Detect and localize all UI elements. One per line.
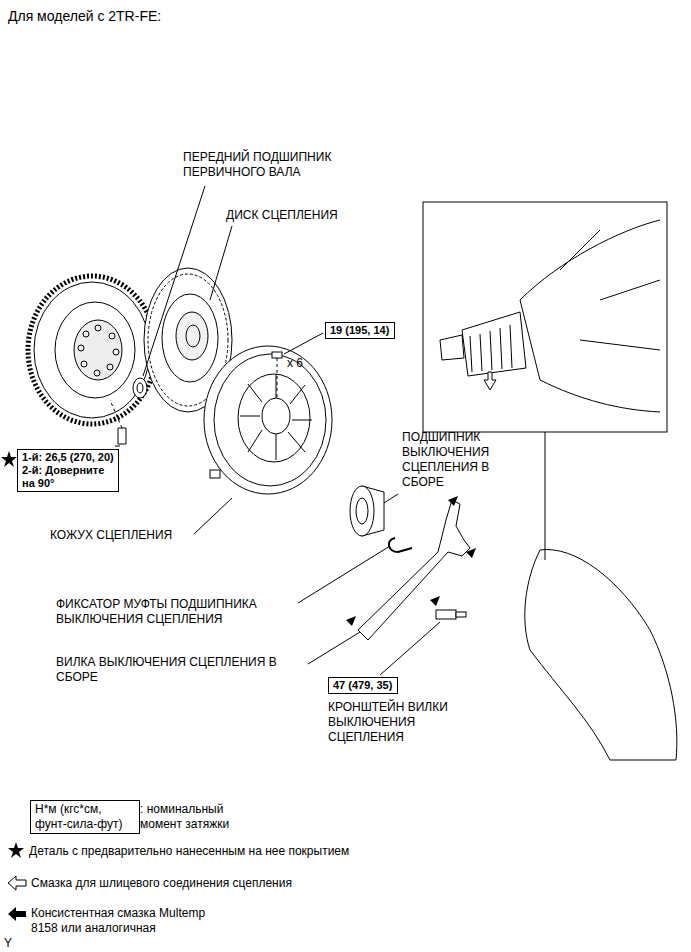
input-shaft bbox=[440, 220, 660, 412]
drawing-part bbox=[545, 432, 546, 560]
drawing-part bbox=[81, 361, 87, 367]
dashed-line bbox=[110, 358, 277, 428]
drawing-part bbox=[358, 500, 470, 640]
torque-box: Н*м (кгс*см, фунт-сила-фут) bbox=[30, 800, 140, 834]
drawing-part bbox=[272, 352, 282, 358]
drawing-part bbox=[284, 333, 323, 354]
part-label: ФИКСАТОР МУФТЫ ПОДШИПНИКА ВЫКЛЮЧЕНИЯ СЦЕ… bbox=[56, 597, 298, 627]
drawing-part bbox=[448, 496, 458, 506]
legend-text: Консистентная смазка Multemp 8158 или ан… bbox=[31, 906, 231, 936]
legend-text: Смазка для шлицевого соединения сцеплени… bbox=[31, 876, 292, 891]
drawing-part bbox=[95, 325, 101, 331]
drawing-part bbox=[298, 546, 390, 603]
fork-bracket bbox=[436, 610, 466, 619]
drawing-part bbox=[346, 616, 356, 626]
drawing-part bbox=[470, 325, 512, 372]
drawing-part bbox=[356, 498, 368, 524]
drawing-part bbox=[384, 494, 398, 503]
release-bearing bbox=[350, 486, 384, 536]
drawing-part bbox=[520, 220, 660, 412]
drawing-part bbox=[107, 364, 113, 370]
flywheel bbox=[28, 276, 156, 424]
release-fork bbox=[358, 500, 470, 640]
drawing-part bbox=[143, 186, 205, 376]
torque-text: Н*м (кгс*см, фунт-сила-фут) bbox=[35, 802, 135, 832]
drawing-part bbox=[162, 294, 218, 382]
bolt bbox=[118, 352, 282, 444]
drawing-part bbox=[240, 374, 312, 460]
legend-star bbox=[8, 842, 24, 858]
drawing-part bbox=[28, 276, 156, 424]
drawing-part bbox=[238, 374, 310, 462]
part-label: ПОДШИПНИК ВЫКЛЮЧЕНИЯ СЦЕПЛЕНИЯ В СБОРЕ bbox=[402, 430, 510, 490]
drawing-part bbox=[262, 398, 290, 434]
drawing-part bbox=[94, 370, 100, 376]
drawing-part bbox=[115, 446, 120, 447]
diagram-title: Для моделей с 2TR-FE: bbox=[8, 9, 161, 24]
legend-hollow-arrow bbox=[8, 876, 26, 890]
torque-text: 19 (195, 14) bbox=[330, 324, 390, 337]
drawing-part bbox=[137, 383, 143, 393]
part-label: ДИСК СЦЕПЛЕНИЯ bbox=[226, 208, 338, 223]
drawing-part bbox=[55, 302, 135, 398]
retainer-clip bbox=[389, 538, 412, 552]
drawing-part bbox=[430, 596, 440, 606]
legend-text: Деталь с предварительно нанесенным на не… bbox=[29, 844, 349, 859]
drawing-part bbox=[78, 345, 84, 351]
part-label: x 6 bbox=[287, 356, 303, 371]
drawing-part bbox=[113, 349, 119, 355]
drawing-part bbox=[83, 331, 89, 337]
drawing-part bbox=[380, 622, 440, 675]
drawing-part bbox=[109, 333, 115, 339]
drawing-part bbox=[186, 325, 200, 347]
drawing-part bbox=[462, 312, 526, 376]
spline-grease-arrow bbox=[484, 372, 496, 390]
drawing-part bbox=[210, 470, 220, 478]
transmission-housing bbox=[525, 550, 677, 760]
drawing-part bbox=[74, 320, 122, 380]
drawing-part bbox=[210, 226, 232, 300]
drawing-part bbox=[176, 312, 208, 360]
torque-box: 19 (195, 14) bbox=[325, 322, 395, 339]
coating-star bbox=[1, 451, 17, 467]
torque-box: 1-й: 26,5 (270, 20)2-й: Доверните на 90° bbox=[17, 449, 119, 492]
legend-black-arrow bbox=[8, 907, 26, 921]
part-label: Y bbox=[4, 936, 12, 951]
drawing-part bbox=[560, 230, 660, 350]
part-label: ВИЛКА ВЫКЛЮЧЕНИЯ СЦЕПЛЕНИЯ В СБОРЕ bbox=[56, 655, 308, 685]
drawing-part bbox=[214, 354, 326, 486]
drawing-part bbox=[118, 428, 126, 444]
drawing-part bbox=[440, 335, 464, 360]
drawing-part bbox=[34, 282, 150, 418]
legend-text: : номинальный момент затяжки bbox=[140, 802, 252, 832]
drawing-part bbox=[436, 610, 456, 619]
drawing-part bbox=[350, 486, 374, 536]
drawing-part bbox=[308, 632, 360, 664]
part-label: ПЕРЕДНИЙ ПОДШИПНИК ПЕРВИЧНОГО ВАЛА bbox=[183, 150, 361, 180]
pilot-bearing bbox=[133, 378, 147, 398]
inset-frame bbox=[423, 202, 667, 432]
drawing-part bbox=[133, 378, 147, 398]
torque-text: 47 (479, 35) bbox=[333, 679, 393, 692]
drawing-part bbox=[456, 612, 466, 617]
drawing-part bbox=[466, 548, 476, 558]
part-label: КОЖУХ СЦЕПЛЕНИЯ bbox=[50, 528, 172, 543]
drawing-part bbox=[194, 498, 232, 534]
drawing-part bbox=[204, 346, 332, 494]
torque-box: 47 (479, 35) bbox=[328, 677, 398, 694]
clutch-cover bbox=[204, 346, 332, 494]
torque-text: 1-й: 26,5 (270, 20) bbox=[22, 451, 114, 464]
torque-text: 2-й: Доверните на 90° bbox=[22, 464, 114, 490]
part-label: КРОНШТЕЙН ВИЛКИ ВЫКЛЮЧЕНИЯ СЦЕПЛЕНИЯ bbox=[328, 700, 473, 745]
